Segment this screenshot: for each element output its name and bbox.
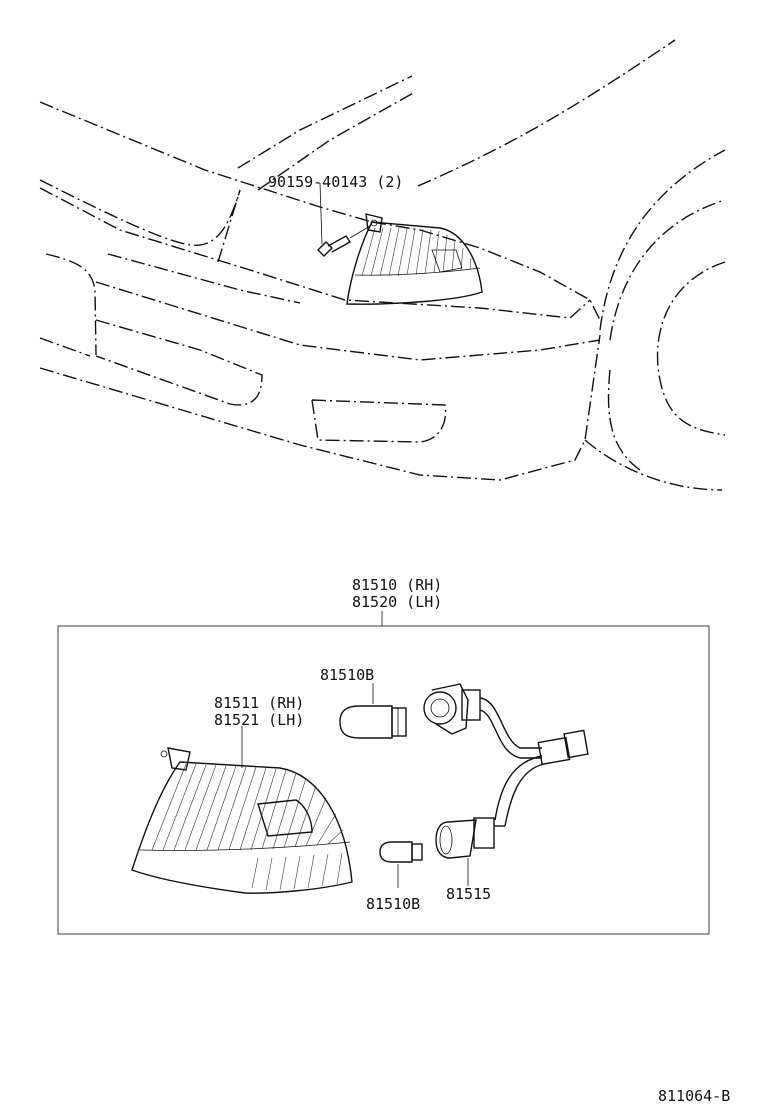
bulb-bottom-part-number: 81510B: [366, 895, 420, 913]
assembly-lh-part-number: 81520 (LH): [352, 593, 442, 611]
assembly-rh-part-number: 81510 (RH): [352, 576, 442, 594]
lens-lh-part-number: 81521 (LH): [214, 711, 304, 729]
bulb-top-part-number: 81510B: [320, 666, 374, 684]
lens-rh-part-number: 81511 (RH): [214, 694, 304, 712]
screw-part-number: 90159-40143 (2): [268, 173, 403, 191]
bulb-large: [339, 683, 407, 739]
bulb-small: [379, 841, 423, 888]
figure-id: 811064-B: [658, 1087, 730, 1105]
assembly-frame: [57, 625, 710, 935]
socket-part-number: 81515: [446, 885, 491, 903]
car-front-illustration: [39, 39, 726, 491]
lens-component: [131, 726, 353, 894]
socket-harness: [423, 683, 589, 886]
